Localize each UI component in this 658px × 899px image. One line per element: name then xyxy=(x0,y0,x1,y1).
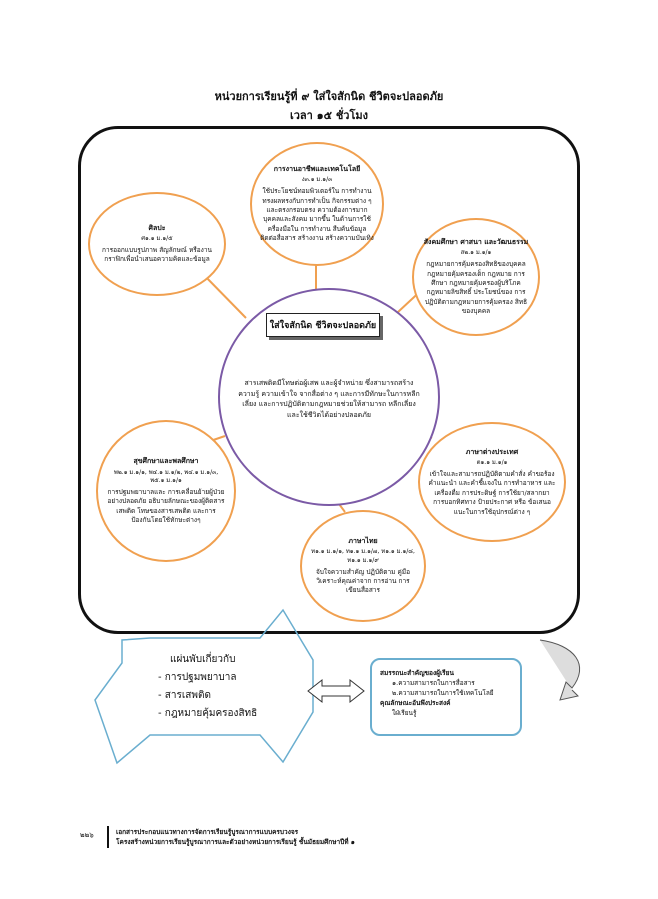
footer-text: เอกสารประกอบแนวทางการจัดการเรียนรู้บูรณา… xyxy=(116,827,355,847)
footer-divider xyxy=(107,826,109,848)
curved-arrow-icon xyxy=(539,639,581,701)
bubble-health: สุขศึกษาและพลศึกษา พ๒.๑ ม.๑/๑, พ๔.๑ ม.๑/… xyxy=(96,420,236,562)
bubble-art: ศิลปะ ศ๑.๑ ม.๑/๕ การออกแบบรูปภาพ สัญลักษ… xyxy=(88,192,226,296)
bubble-code: พ๒.๑ ม.๑/๑, พ๔.๑ ม.๑/๒, พ๔.๑ ม.๑/๓, พ๕.๑… xyxy=(113,468,219,485)
bubble-foreign-language: ภาษาต่างประเทศ ต๑.๑ ม.๑/๑ เข้าใจและสามาร… xyxy=(418,422,566,542)
unit-duration: เวลา ๑๕ ชั่วโมง xyxy=(290,109,368,122)
unit-title: หน่วยการเรียนรู้ที่ ๙ ใส่ใจสักนิด ชีวิตจ… xyxy=(214,90,444,103)
bubble-text: จับใจความสำคัญ ปฏิบัติตาม คู่มือ วิเคราะ… xyxy=(315,567,410,595)
footer-line: เอกสารประกอบแนวทางการจัดการเรียนรู้บูรณา… xyxy=(116,828,299,836)
bubble-text: การปฐมพยาบาลและ การเคลื่อนย้ายผู้ป่วยอย่… xyxy=(107,487,225,525)
bubble-title: ภาษาต่างประเทศ xyxy=(465,448,519,457)
bubble-technology: การงานอาชีพและเทคโนโลยี ง๓.๑ ม.๑/๓ ใช้ปร… xyxy=(250,142,384,266)
leaflet-item: - การปฐมพยาบาล xyxy=(158,672,237,683)
bubble-text: เข้าใจและสามารถปฏิบัติตามคำสั่ง คำขอร้อง… xyxy=(428,469,556,516)
bubble-title: สุขศึกษาและพลศึกษา xyxy=(133,457,199,466)
leaflet-heading: แผ่นพับเกี่ยวกับ xyxy=(170,654,236,665)
bubble-text: ใช้ประโยชน์ทอมพิวเตอร์ใน การทำงานทรงผลทร… xyxy=(260,187,374,243)
bubble-code: ต๑.๑ ม.๑/๑ xyxy=(476,459,508,467)
center-concept-label: ใส่ใจสักนิด ชีวิตจะปลอดภัย xyxy=(266,313,380,337)
leaflet-box xyxy=(94,608,314,765)
competency-item: ๒.ความสามารถในการใช้เทคโนโลยี xyxy=(392,689,494,698)
bubble-thai: ภาษาไทย ท๑.๑ ม.๑/๑, ท๑.๑ ม.๑/๗, ท๑.๑ ม.๑… xyxy=(300,510,426,622)
bubble-code: ท๑.๑ ม.๑/๑, ท๑.๑ ม.๑/๗, ท๑.๑ ม.๑/๘, ท๑.๑… xyxy=(311,548,415,564)
leaflet-content: แผ่นพับเกี่ยวกับ - การปฐมพยาบาล - สารเสพ… xyxy=(158,651,288,723)
bubble-code: ส๒.๑ ม.๑/๑ xyxy=(460,249,492,257)
mindmap-frame xyxy=(78,126,580,634)
competency-heading: สมรรถนะสำคัญของผู้เรียน xyxy=(380,669,454,677)
bubble-text: กฎหมายการคุ้มครองสิทธิของบุคคล กฎหมายคุ้… xyxy=(424,260,528,316)
bubble-code: ง๓.๑ ม.๑/๓ xyxy=(301,176,333,184)
competency-item: ๑.ความสามารถในการสื่อสาร xyxy=(392,679,475,688)
bubble-title: สังคมศึกษา ศาสนา และวัฒนธรรม xyxy=(423,238,529,247)
attribute-heading: คุณลักษณะอันพึงประสงค์ xyxy=(380,699,451,708)
page-number: ๒๒๖ xyxy=(80,831,94,839)
leaflet-item: - กฎหมายคุ้มครองสิทธิ xyxy=(158,708,258,719)
line-art xyxy=(200,271,247,319)
attribute-item: ใฝ่เรียนรู้ xyxy=(392,709,417,718)
bubble-title: การงานอาชีพและเทคโนโลยี xyxy=(273,165,361,174)
double-arrow-icon xyxy=(307,678,365,704)
bubble-title: ศิลปะ xyxy=(148,224,166,233)
bubble-title: ภาษาไทย xyxy=(348,537,378,546)
center-concept-text: สารเสพติดมีโทษต่อผู้เสพ และผู้จำหน่าย ซึ… xyxy=(238,379,420,419)
footer-line: โครงสร้างหน่วยการเรียนรู้บูรณาการและตัวอ… xyxy=(116,838,355,847)
competency-box: สมรรถนะสำคัญของผู้เรียน ๑.ความสามารถในกา… xyxy=(370,658,522,736)
bubble-social: สังคมศึกษา ศาสนา และวัฒนธรรม ส๒.๑ ม.๑/๑ … xyxy=(412,218,540,336)
leaflet-item: - สารเสพติด xyxy=(158,690,211,701)
bubble-code: ศ๑.๑ ม.๑/๕ xyxy=(141,235,173,243)
bubble-text: การออกแบบรูปภาพ สัญลักษณ์ หรืองานกราฟิกเ… xyxy=(102,245,212,264)
